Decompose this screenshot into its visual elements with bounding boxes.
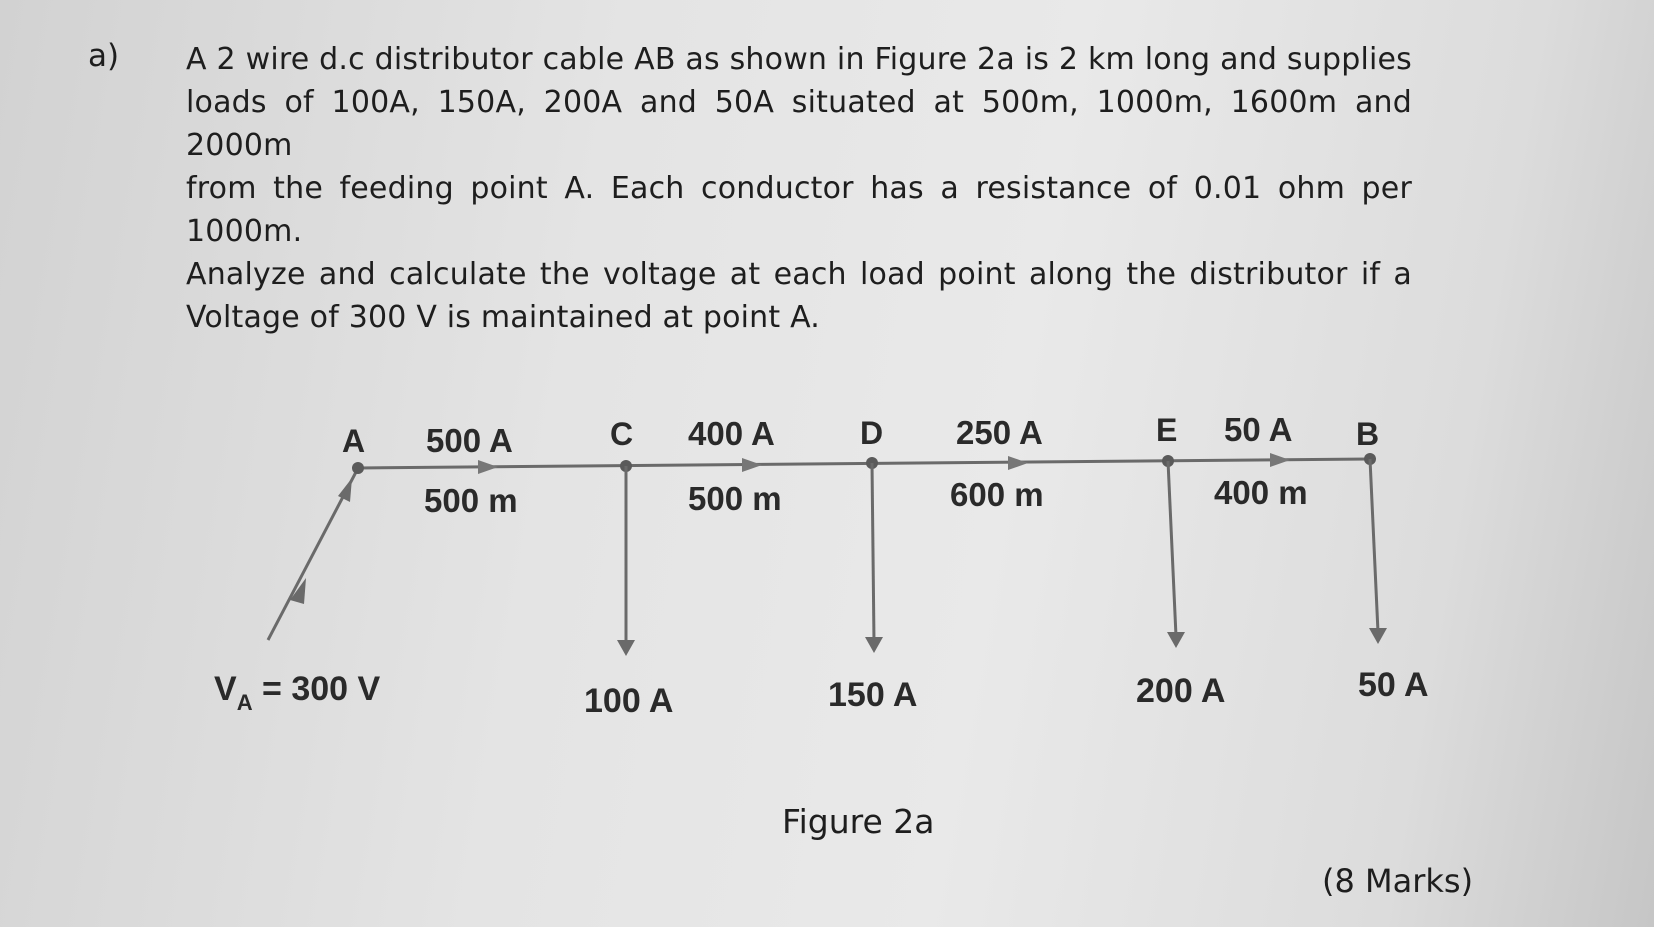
load-arrow-icon	[1369, 628, 1387, 644]
load-value: 50 A	[1358, 666, 1429, 704]
load-value: 100 A	[584, 682, 673, 720]
supply-line	[266, 471, 358, 641]
current-arrow-icon	[1270, 453, 1290, 467]
segment-current: 50 A	[1224, 411, 1292, 448]
node-label-d: D	[860, 415, 883, 451]
load-line-b	[1368, 458, 1380, 633]
distributor-line	[357, 457, 1371, 470]
node-label-a: A	[342, 423, 365, 459]
segment-length: 400 m	[1214, 474, 1308, 511]
question-line: from the feeding point A. Each conductor…	[186, 171, 1412, 249]
question-line: Voltage of 300 V is maintained at point …	[186, 300, 821, 335]
current-arrow-icon	[742, 458, 762, 472]
segment-current: 500 A	[426, 422, 513, 459]
load-value: 150 A	[828, 676, 917, 714]
segment-length: 600 m	[950, 476, 1044, 513]
supply-arrow-icon	[338, 478, 352, 502]
load-line-e	[1166, 460, 1178, 637]
load-arrow-icon	[617, 640, 635, 656]
question-line: Analyze and calculate the voltage at eac…	[186, 257, 1412, 292]
question-line: loads of 100A, 150A, 200A and 50A situat…	[186, 85, 1412, 163]
segment-current: 400 A	[688, 415, 775, 452]
node-label-c: C	[610, 416, 633, 452]
load-arrow-icon	[865, 637, 883, 653]
marks-label: (8 Marks)	[1322, 862, 1474, 900]
question-label: a)	[88, 38, 120, 74]
current-arrow-icon	[478, 460, 498, 474]
segment-length: 500 m	[424, 482, 518, 519]
node-label-e: E	[1156, 412, 1177, 448]
supply-voltage-label: VA = 300 V	[214, 670, 381, 715]
figure-caption: Figure 2a	[782, 802, 935, 841]
segment-length: 500 m	[688, 480, 782, 517]
node-a-dot	[352, 462, 364, 474]
load-line-d	[870, 462, 876, 643]
current-arrow-icon	[1008, 456, 1028, 470]
load-value: 200 A	[1136, 672, 1225, 710]
segment-current: 250 A	[956, 414, 1043, 451]
question-line: A 2 wire d.c distributor cable AB as sho…	[186, 42, 1412, 77]
node-label-b: B	[1356, 416, 1379, 452]
supply-arrow-icon	[290, 578, 306, 604]
load-arrow-icon	[1167, 632, 1185, 648]
question-text: A 2 wire d.c distributor cable AB as sho…	[186, 38, 1412, 339]
